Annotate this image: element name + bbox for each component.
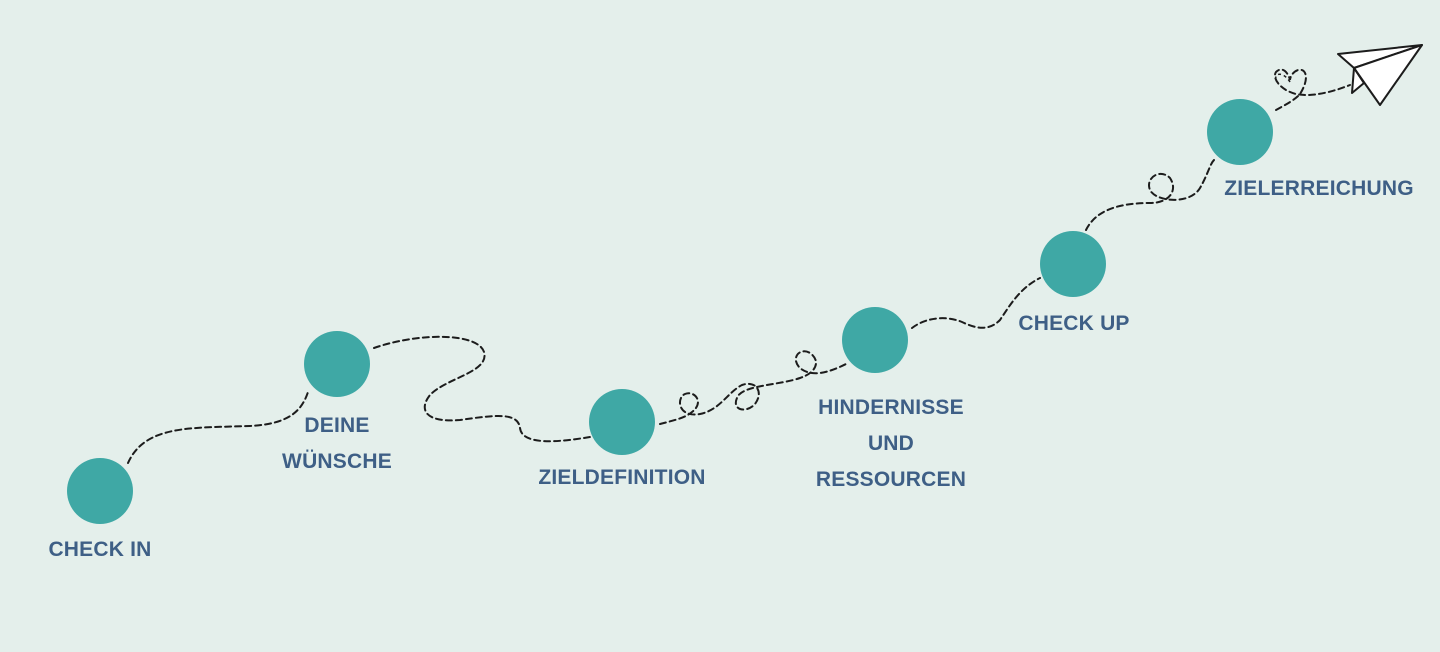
node-zieldefinition xyxy=(589,389,655,455)
step-label-line: UND xyxy=(867,432,915,455)
step-label-check-in: CHECK IN xyxy=(44,532,156,568)
step-label-line: HINDERNISSE xyxy=(818,396,964,419)
step-label-line: RESSOURCEN xyxy=(815,468,967,491)
step-label-line: ZIELERREICHUNG xyxy=(1224,177,1414,200)
path-segment-1 xyxy=(127,391,309,464)
node-check-up xyxy=(1040,231,1106,297)
step-label-line: ZIELDEFINITION xyxy=(538,466,706,489)
step-label-zielerreichung: ZIELERREICHUNG xyxy=(1212,171,1426,207)
path-segment-2 xyxy=(373,335,591,443)
node-zielerreichung xyxy=(1207,99,1273,165)
step-label-line: DEINE xyxy=(304,414,370,437)
step-label-check-up: CHECK UP xyxy=(1010,306,1138,342)
path-segment-3 xyxy=(659,350,847,425)
step-label-hindernisse: HINDERNISSE UND RESSOURCEN xyxy=(800,390,982,498)
step-label-zieldefinition: ZIELDEFINITION xyxy=(528,460,716,496)
node-hindernisse xyxy=(842,307,908,373)
step-label-line: WÜNSCHE xyxy=(282,450,392,473)
step-label-deine-wuensche: DEINE WÜNSCHE xyxy=(267,408,407,480)
node-deine-wuensche xyxy=(304,331,370,397)
path-segment-6 xyxy=(1274,68,1351,111)
step-label-line: CHECK IN xyxy=(48,538,152,561)
path-segment-4 xyxy=(911,277,1041,329)
heart-icon xyxy=(1275,73,1291,83)
path-segment-5 xyxy=(1085,159,1215,231)
paper-plane-icon xyxy=(1337,44,1423,106)
node-check-in xyxy=(67,458,133,524)
step-label-line: CHECK UP xyxy=(1018,312,1130,335)
